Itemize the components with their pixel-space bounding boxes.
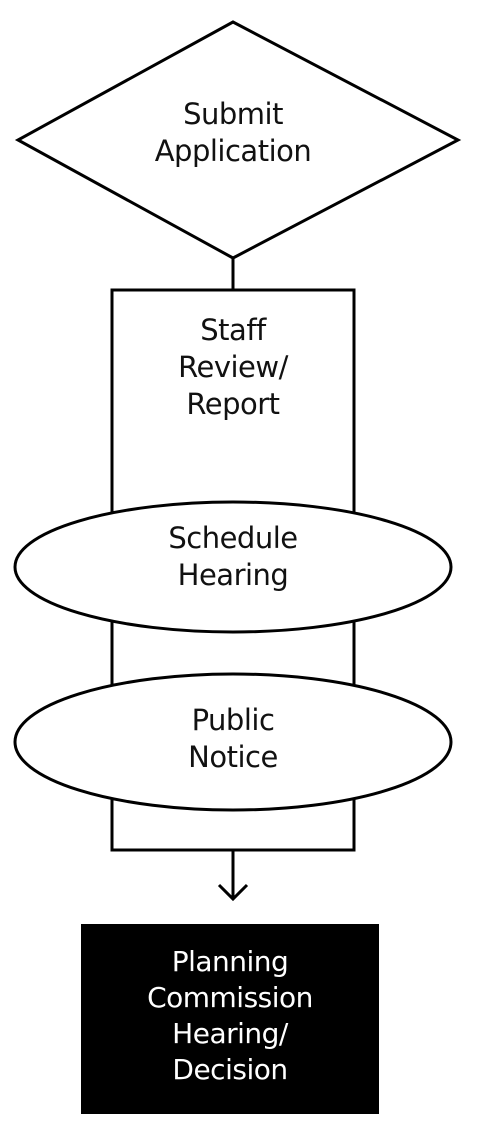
staff-review-label: Staff Review/ Report [113,312,353,423]
staff-label-line-1: Staff [200,313,266,347]
decision-label-line-4: Decision [172,1053,288,1086]
notice-label-line-1: Public [191,703,275,737]
decision-label-line-2: Commission [147,981,313,1014]
decision-label-line-1: Planning [171,945,289,978]
schedule-hearing-ellipse [13,500,453,634]
staff-label-line-2: Review/ [178,350,288,384]
public-notice-ellipse [13,672,453,812]
arrowhead-down-icon [217,883,249,902]
schedule-label-line-2: Hearing [177,558,289,592]
submit-label-line-2: Application [154,134,312,168]
schedule-label-line-1: Schedule [168,521,298,555]
staff-label-line-3: Report [186,387,280,421]
planning-commission-label: Planning Commission Hearing/ Decision [82,944,378,1088]
decision-label-line-3: Hearing/ [172,1017,288,1050]
submit-application-label: Submit Application [113,96,353,170]
planning-commission-box [81,924,379,1114]
submit-application-diamond [14,20,462,260]
public-notice-label: Public Notice [113,702,353,776]
submit-label-line-1: Submit [183,97,283,131]
notice-label-line-2: Notice [188,740,278,774]
schedule-hearing-label: Schedule Hearing [113,520,353,594]
